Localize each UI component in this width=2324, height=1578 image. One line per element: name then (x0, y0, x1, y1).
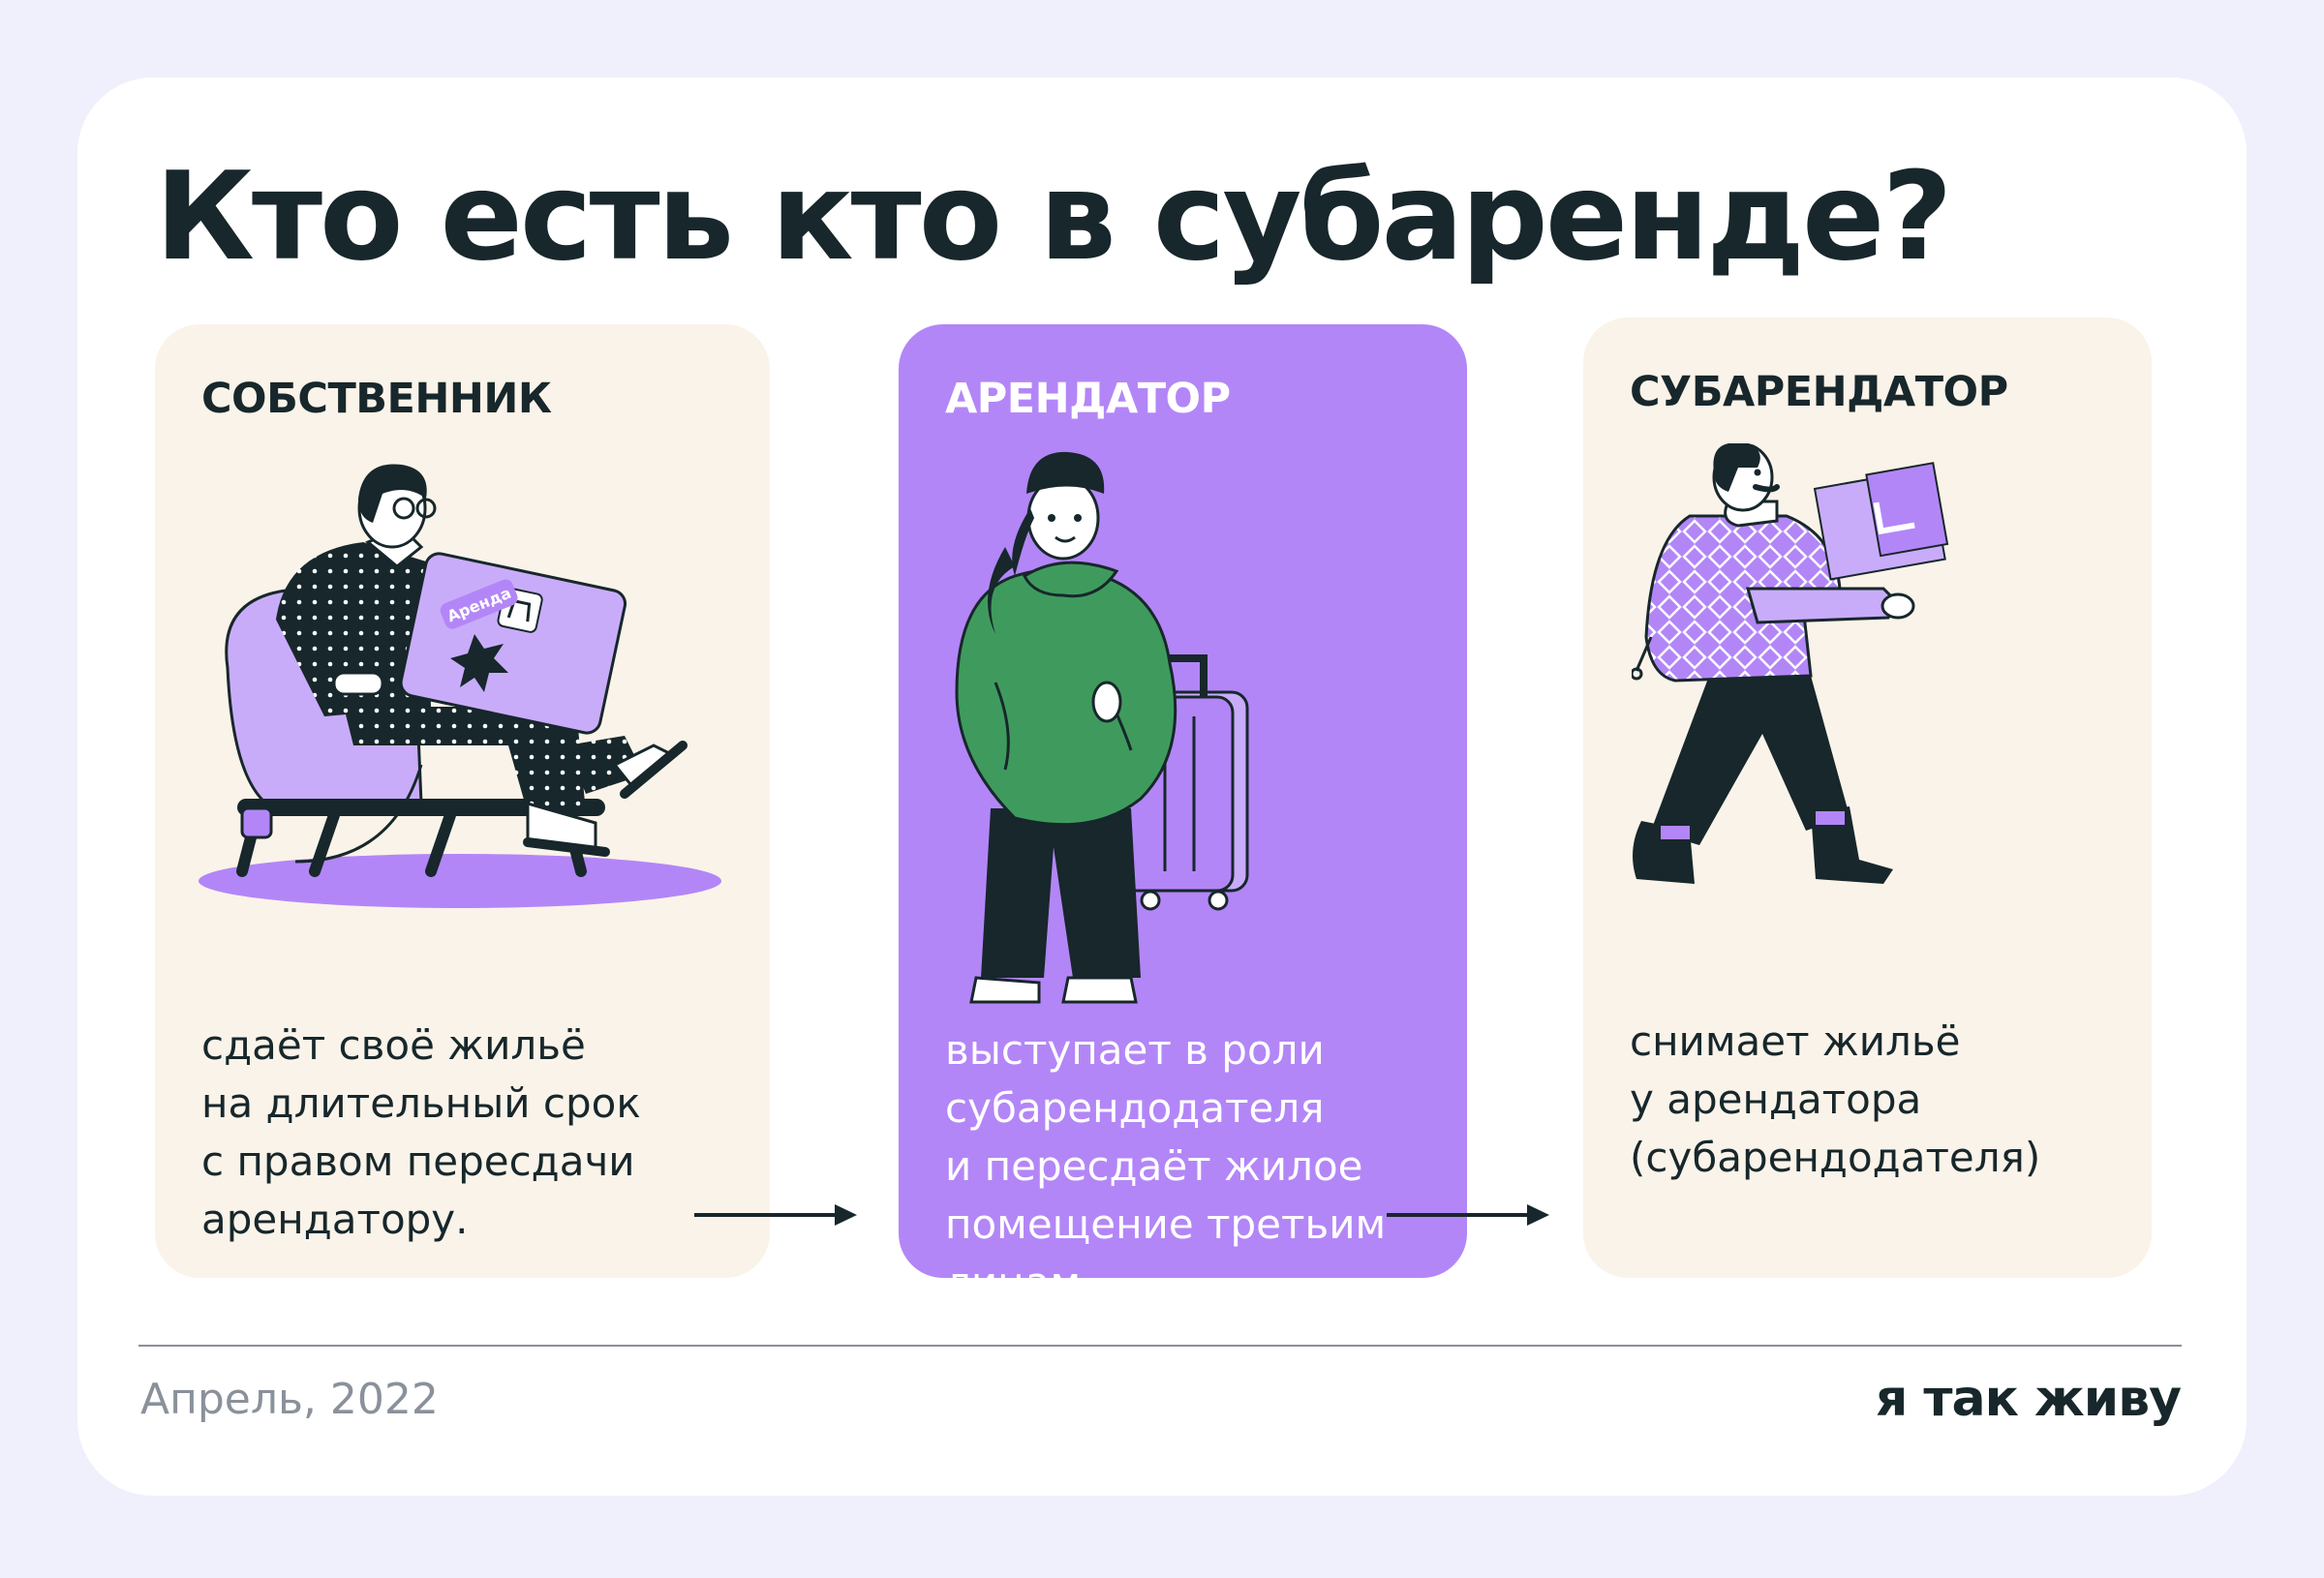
tenant-illustration (955, 451, 1249, 1004)
footer-date: Апрель, 2022 (140, 1375, 439, 1424)
owner-illustration: Аренда (199, 464, 721, 908)
arrow-right-icon (694, 1204, 857, 1226)
arrow-right-icon (1387, 1204, 1549, 1226)
page-title: Кто есть кто в субаренде? (155, 145, 1953, 288)
card-tenant-text: выступает в роли субарендодателя и перес… (945, 1026, 1387, 1306)
card-owner-heading: СОБСТВЕННИК (201, 375, 552, 423)
brand-logo: я так живу (1875, 1370, 2182, 1428)
infographic-sheet: Кто есть кто в субаренде? СОБСТВЕННИК (77, 77, 2247, 1496)
card-subtenant-heading: СУБАРЕНДАТОР (1630, 368, 2008, 416)
footer-divider (138, 1345, 2182, 1347)
card-subtenant: СУБАРЕНДАТОР (1583, 318, 2152, 1278)
card-tenant-heading: АРЕНДАТОР (945, 375, 1231, 423)
card-subtenant-text: снимает жильё у арендатора (субарендодат… (1630, 1017, 2041, 1181)
subtenant-illustration (1632, 443, 1949, 884)
card-owner: СОБСТВЕННИК (155, 324, 770, 1278)
card-tenant: АРЕНДАТОР выступает в роли субарендодат (899, 324, 1467, 1306)
card-owner-text: сдаёт своё жильё на длительный срок с пр… (201, 1021, 641, 1243)
